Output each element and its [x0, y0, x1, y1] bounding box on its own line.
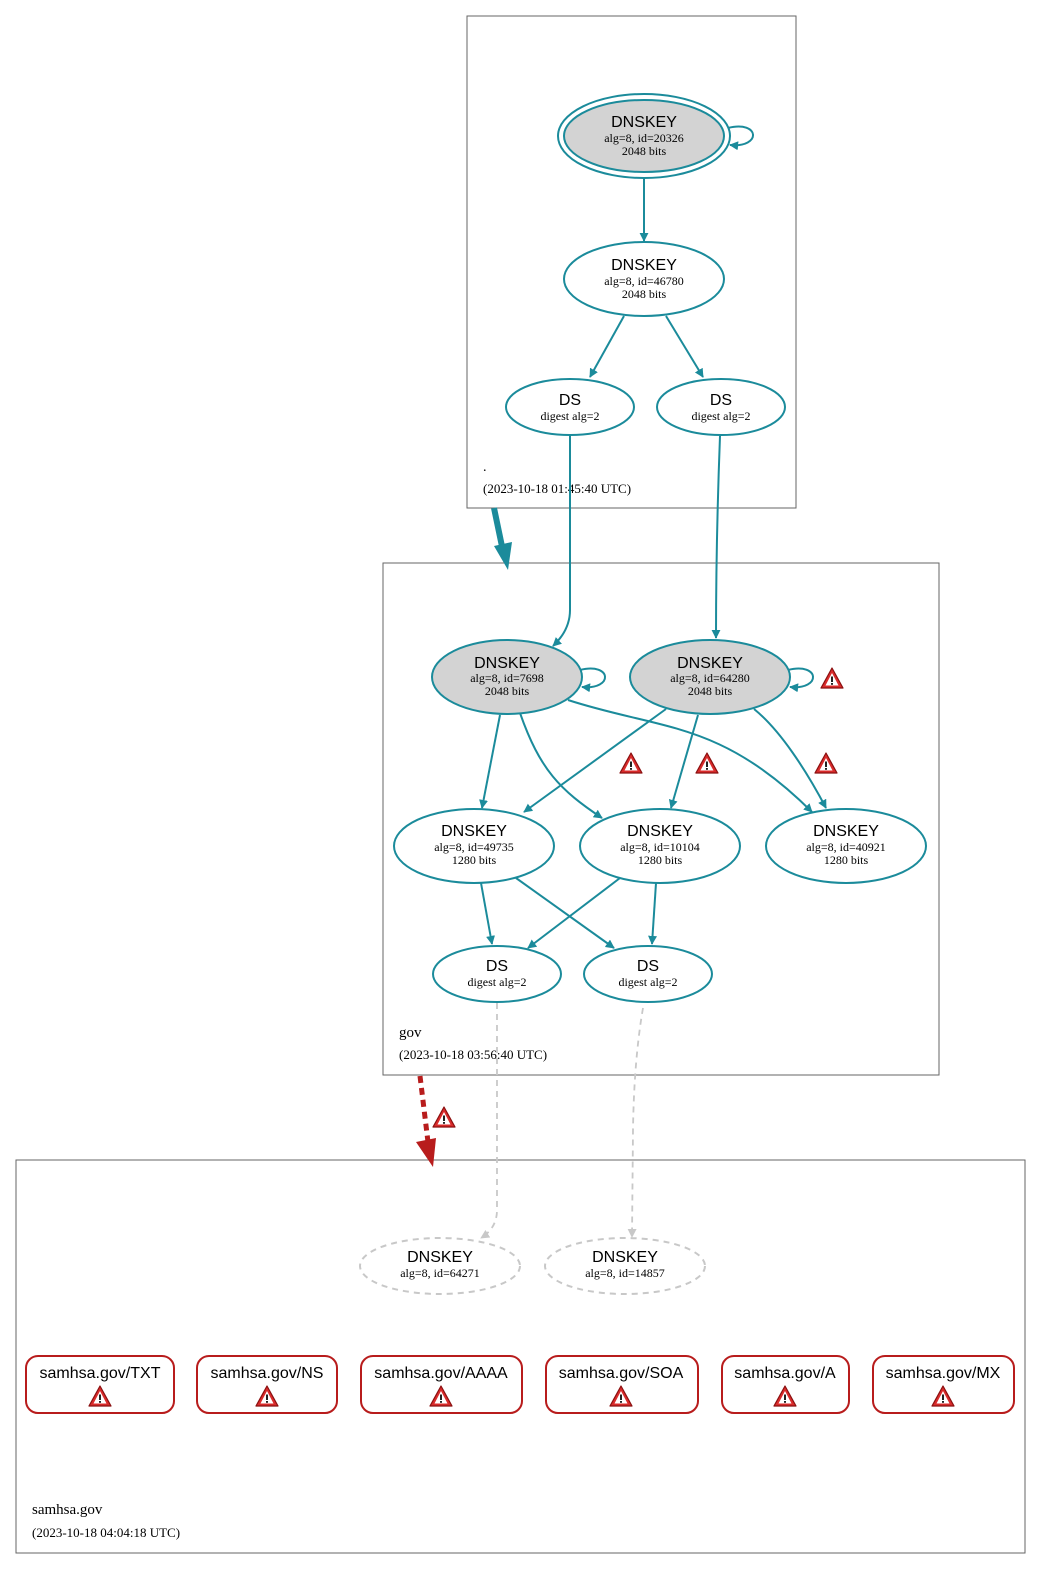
node-title: DNSKEY: [611, 257, 677, 274]
node-samhsa-dnskey-64271: DNSKEY alg=8, id=64271: [359, 1237, 521, 1295]
rrset-label: samhsa.gov/SOA: [559, 1365, 684, 1382]
node-detail: alg=8, id=14857: [585, 1266, 665, 1280]
edge-delegation-gov-samhsa-head: [416, 1138, 436, 1167]
edge-gov-ksk1-zsk3: [567, 699, 813, 813]
rrset-txt: samhsa.gov/TXT: [25, 1355, 175, 1414]
edge-gov-ksk2-self: [787, 667, 814, 693]
edge-gov-ksk1-zsk1: [479, 714, 501, 809]
zone-gov-box: [382, 562, 940, 1076]
node-title: DNSKEY: [474, 655, 540, 672]
node-detail: alg=8, id=49735: [434, 840, 514, 854]
node-root-ds2: DS digest alg=2: [656, 378, 786, 436]
edge-gov-ds2-sam-key2: [627, 1007, 644, 1238]
edge-root-ksk-self: [727, 125, 754, 151]
warning-triangle-icon: [820, 667, 844, 689]
node-title: DS: [710, 392, 732, 409]
node-detail: alg=8, id=40921: [806, 840, 886, 854]
rrset-label: samhsa.gov/AAAA: [374, 1365, 508, 1382]
node-detail: digest alg=2: [467, 975, 526, 989]
warning-triangle-icon: [814, 752, 838, 774]
node-detail: alg=8, id=10104: [620, 840, 700, 854]
node-title: DS: [559, 392, 581, 409]
node-title: DNSKEY: [677, 655, 743, 672]
node-detail: 1280 bits: [638, 853, 683, 867]
node-root-ds1: DS digest alg=2: [505, 378, 635, 436]
node-root-ksk: DNSKEY alg=8, id=20326 2048 bits: [557, 93, 731, 179]
rrset-label: samhsa.gov/TXT: [40, 1365, 161, 1382]
edge-gov-zsk2-ds2: [648, 882, 658, 945]
warning-triangle-icon: [432, 1106, 456, 1128]
node-detail: digest alg=2: [691, 409, 750, 423]
rrset-label: samhsa.gov/A: [734, 1365, 836, 1382]
rrset-label: samhsa.gov/NS: [211, 1365, 324, 1382]
rrset-mx: samhsa.gov/MX: [872, 1355, 1015, 1414]
node-detail: alg=8, id=64280: [670, 671, 750, 685]
node-detail: alg=8, id=46780: [604, 274, 684, 288]
zone-samhsa-timestamp: (2023-10-18 04:04:18 UTC): [32, 1525, 180, 1540]
node-title: DNSKEY: [611, 114, 677, 131]
zone-root-box: [466, 15, 797, 509]
rrset-a: samhsa.gov/A: [721, 1355, 850, 1414]
node-root-zsk: DNSKEY alg=8, id=46780 2048 bits: [563, 241, 725, 317]
edge-root-zsk-ds2: [665, 315, 704, 378]
node-title: DNSKEY: [592, 1249, 658, 1266]
node-title: DS: [637, 958, 659, 975]
node-detail: 2048 bits: [622, 287, 667, 301]
node-samhsa-dnskey-14857: DNSKEY alg=8, id=14857: [544, 1237, 706, 1295]
rrset-ns: samhsa.gov/NS: [196, 1355, 338, 1414]
rrset-soa: samhsa.gov/SOA: [545, 1355, 699, 1414]
zone-samhsa-box: [15, 1159, 1026, 1554]
rrset-aaaa: samhsa.gov/AAAA: [360, 1355, 523, 1414]
node-detail: alg=8, id=7698: [470, 671, 544, 685]
edge-gov-zsk1-ds1: [480, 882, 495, 945]
edge-gov-ksk2-zsk2: [668, 714, 699, 809]
node-detail: 2048 bits: [688, 684, 733, 698]
node-detail: digest alg=2: [618, 975, 677, 989]
edge-delegation-gov-samhsa: [417, 1075, 431, 1143]
node-gov-ksk-64280: DNSKEY alg=8, id=64280 2048 bits: [629, 639, 791, 715]
node-gov-zsk-10104: DNSKEY alg=8, id=10104 1280 bits: [579, 808, 741, 884]
node-title: DNSKEY: [627, 823, 693, 840]
node-gov-ds1: DS digest alg=2: [432, 945, 562, 1003]
zone-gov-name: gov: [399, 1025, 422, 1041]
node-gov-zsk-49735: DNSKEY alg=8, id=49735 1280 bits: [393, 808, 555, 884]
zone-root-timestamp: (2023-10-18 01:45:40 UTC): [483, 481, 631, 496]
zone-samhsa-name: samhsa.gov: [32, 1502, 103, 1518]
warning-triangle-icon: [619, 752, 643, 774]
node-detail: 1280 bits: [452, 853, 497, 867]
node-detail: alg=8, id=64271: [400, 1266, 480, 1280]
edge-root-zsk-ds1: [589, 315, 625, 378]
node-gov-ds2: DS digest alg=2: [583, 945, 713, 1003]
edge-gov-ksk1-self: [579, 667, 606, 693]
edge-root-ds1-gov-ksk1: [552, 436, 571, 647]
node-title: DNSKEY: [407, 1249, 473, 1266]
node-detail: alg=8, id=20326: [604, 131, 684, 145]
node-detail: 1280 bits: [824, 853, 869, 867]
node-title: DNSKEY: [813, 823, 879, 840]
node-detail: digest alg=2: [540, 409, 599, 423]
node-gov-ksk-7698: DNSKEY alg=8, id=7698 2048 bits: [431, 639, 583, 715]
edge-gov-ksk2-zsk3: [753, 708, 827, 809]
edge-root-ds2-gov-ksk2: [711, 435, 721, 639]
node-title: DNSKEY: [441, 823, 507, 840]
node-gov-zsk-40921: DNSKEY alg=8, id=40921 1280 bits: [765, 808, 927, 884]
rrset-label: samhsa.gov/MX: [886, 1365, 1001, 1382]
edge-gov-zsk1-ds2: [515, 877, 615, 949]
node-title: DS: [486, 958, 508, 975]
node-detail: 2048 bits: [485, 684, 530, 698]
zone-gov-timestamp: (2023-10-18 03:56:40 UTC): [399, 1047, 547, 1062]
edge-gov-ds1-sam-key1: [480, 1003, 498, 1239]
edge-gov-ksk1-zsk2: [519, 712, 603, 819]
edge-delegation-root-gov-head: [494, 542, 512, 570]
zone-root-name: .: [483, 460, 487, 475]
edge-gov-zsk2-ds1: [527, 877, 621, 949]
warning-triangle-icon: [695, 752, 719, 774]
node-detail: 2048 bits: [622, 144, 667, 158]
edge-gov-ksk2-zsk1: [523, 708, 667, 813]
